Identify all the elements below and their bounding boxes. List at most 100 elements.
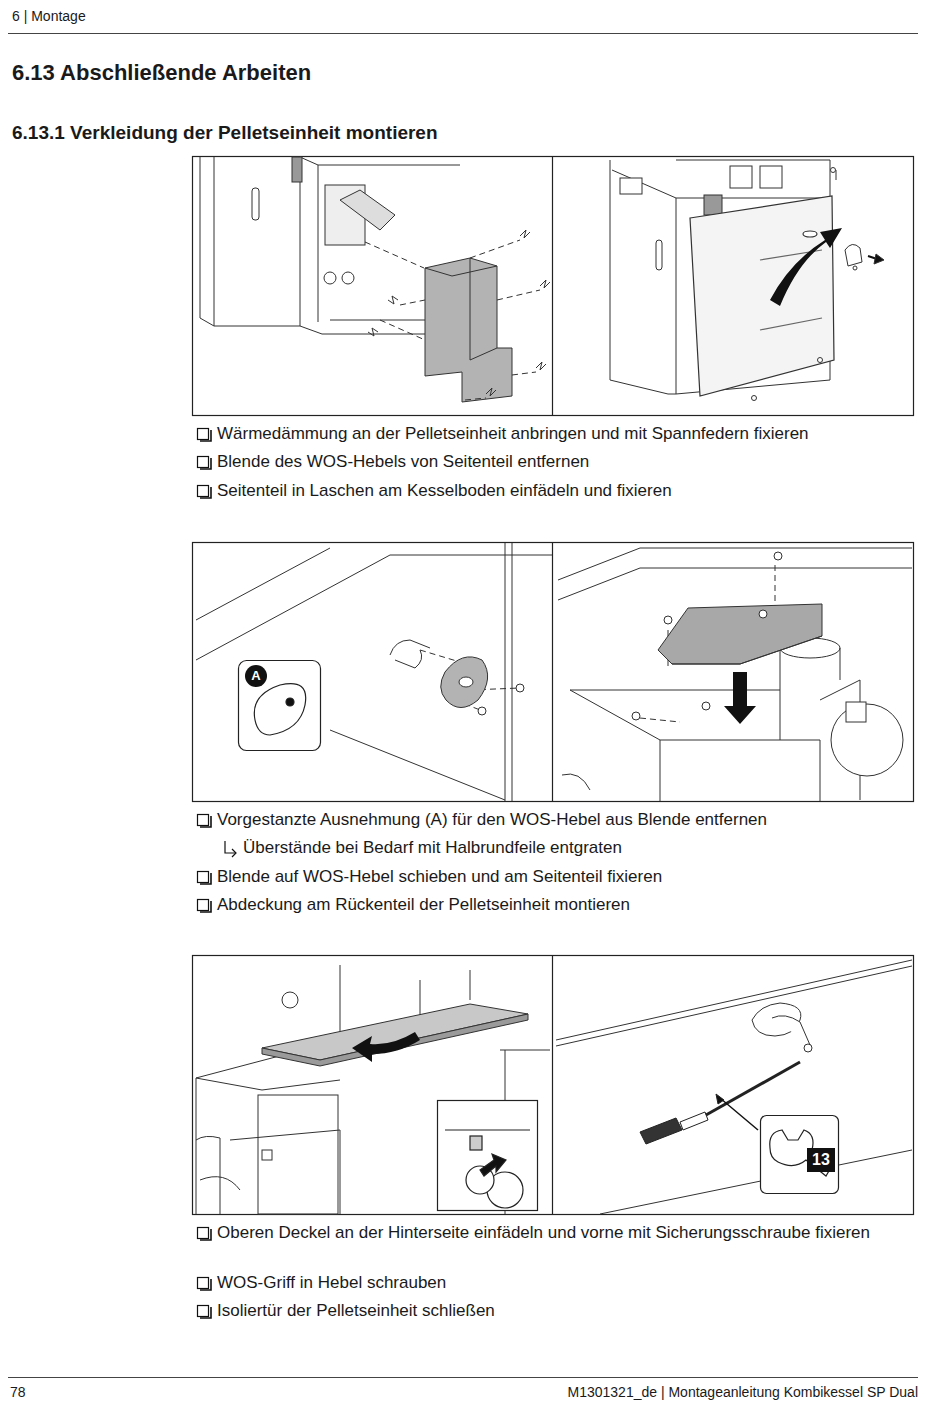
running-footer: M1301321_de | Montageanleitung Kombikess… — [318, 1384, 918, 1401]
boiler-top — [570, 690, 660, 801]
lever-plate — [772, 1016, 810, 1045]
boiler-drawing — [292, 157, 302, 182]
result-arrow — [232, 849, 236, 857]
assembly-dash — [365, 242, 424, 268]
detail-inset — [239, 661, 321, 751]
wrench-size: 13 — [807, 1150, 835, 1170]
spring-clip — [540, 280, 550, 288]
panel-detail — [556, 960, 912, 1214]
top-lid — [262, 1014, 528, 1066]
checklist-shadow — [200, 1229, 211, 1240]
boiler-top — [282, 992, 298, 1008]
boiler-drawing — [656, 240, 662, 270]
panel-frame — [193, 157, 914, 416]
panel-detail — [505, 543, 506, 801]
spring-clip — [388, 296, 398, 304]
lever-plate — [752, 1003, 812, 1052]
top-lid — [262, 1004, 528, 1060]
boiler-drawing — [730, 166, 752, 188]
motion-arrow — [352, 1032, 420, 1062]
boiler-top — [562, 774, 590, 790]
boiler-top — [660, 740, 820, 801]
boiler-top — [196, 1078, 340, 1214]
boiler-top — [196, 1078, 340, 1090]
removed-cover — [818, 358, 823, 363]
step-text: Seitenteil in Laschen am Kesselboden ein… — [217, 480, 912, 501]
boiler-top — [558, 548, 912, 801]
detail-inset — [438, 1101, 538, 1211]
insulation-part — [425, 258, 512, 402]
boiler-drawing — [324, 272, 336, 284]
insulation-part — [425, 258, 512, 402]
boiler-top — [831, 704, 903, 776]
panel-detail — [556, 966, 912, 1046]
removed-cover — [752, 168, 885, 401]
section-title: 6.13 Abschließende Arbeiten — [12, 59, 311, 87]
rear-cover — [664, 616, 672, 624]
step-text: Blende des WOS-Hebels von Seitenteil ent… — [217, 451, 912, 472]
detail-inset — [445, 1129, 530, 1130]
lever-plate — [804, 1044, 812, 1052]
screwdriver — [640, 1118, 682, 1144]
panel-frame — [193, 157, 914, 1215]
step-text: Abdeckung am Rückenteil der Pelletseinhe… — [217, 894, 912, 915]
boiler-top — [200, 1177, 240, 1190]
panel-detail — [330, 730, 505, 800]
assembly-dash — [512, 372, 536, 375]
boiler-top — [570, 690, 780, 740]
boiler-drawing — [342, 272, 354, 284]
detail-inset — [438, 1101, 538, 1211]
panel-detail — [196, 548, 330, 620]
removed-cover — [853, 266, 857, 270]
panel-frame — [193, 543, 914, 802]
detail-inset — [761, 1116, 839, 1194]
detail-inset — [470, 1136, 482, 1150]
result-arrow — [225, 841, 236, 857]
panel-detail — [390, 640, 430, 655]
step-text: Wärmedämmung an der Pelletseinheit anbri… — [217, 423, 912, 444]
checklist-shadow — [200, 901, 211, 912]
result-text: Überstände bei Bedarf mit Halbrundfeile … — [243, 837, 912, 858]
step-text: WOS-Griff in Hebel schrauben — [217, 1272, 912, 1293]
motion-arrow — [724, 672, 756, 724]
boiler-top — [846, 702, 866, 722]
checklist-shadow — [200, 873, 211, 884]
step-text: Vorgestanzte Ausnehmung (A) für den WOS-… — [217, 809, 912, 830]
panel-frame — [552, 956, 553, 1215]
spring-clip — [368, 328, 378, 336]
detail-inset — [245, 665, 267, 687]
cover-plate — [441, 657, 524, 715]
boiler-drawing — [760, 166, 782, 188]
side-panel — [803, 231, 817, 237]
panel-frame — [552, 157, 553, 416]
removed-cover — [831, 168, 836, 173]
motion-arrow — [770, 228, 842, 306]
screwdriver — [720, 1098, 758, 1130]
checklist-shadow — [200, 430, 211, 441]
screwdriver — [706, 1062, 800, 1115]
page-rules — [8, 33, 918, 34]
panel-detail — [196, 555, 552, 660]
checklist-box — [198, 900, 209, 911]
side-panel — [690, 196, 834, 396]
screwdriver — [680, 1112, 708, 1130]
boiler-drawing — [200, 157, 300, 326]
panel-frame — [193, 956, 914, 1215]
checklist-shadow — [200, 816, 211, 827]
checklist-shadow — [200, 1279, 211, 1290]
panel-detail — [600, 1150, 912, 1214]
screwdriver — [716, 1094, 724, 1104]
spring-clip — [368, 230, 550, 396]
boiler-drawing — [318, 165, 460, 166]
rear-cover — [658, 636, 822, 664]
callout-letter: A — [246, 668, 266, 684]
assembly-dash — [365, 240, 540, 400]
panel-detail — [556, 960, 912, 1040]
checklist-box — [198, 429, 209, 440]
boiler-drawing — [200, 157, 462, 334]
boiler-drawing — [340, 190, 395, 230]
checklist-box — [198, 429, 209, 1317]
motion-arrow — [770, 228, 842, 306]
